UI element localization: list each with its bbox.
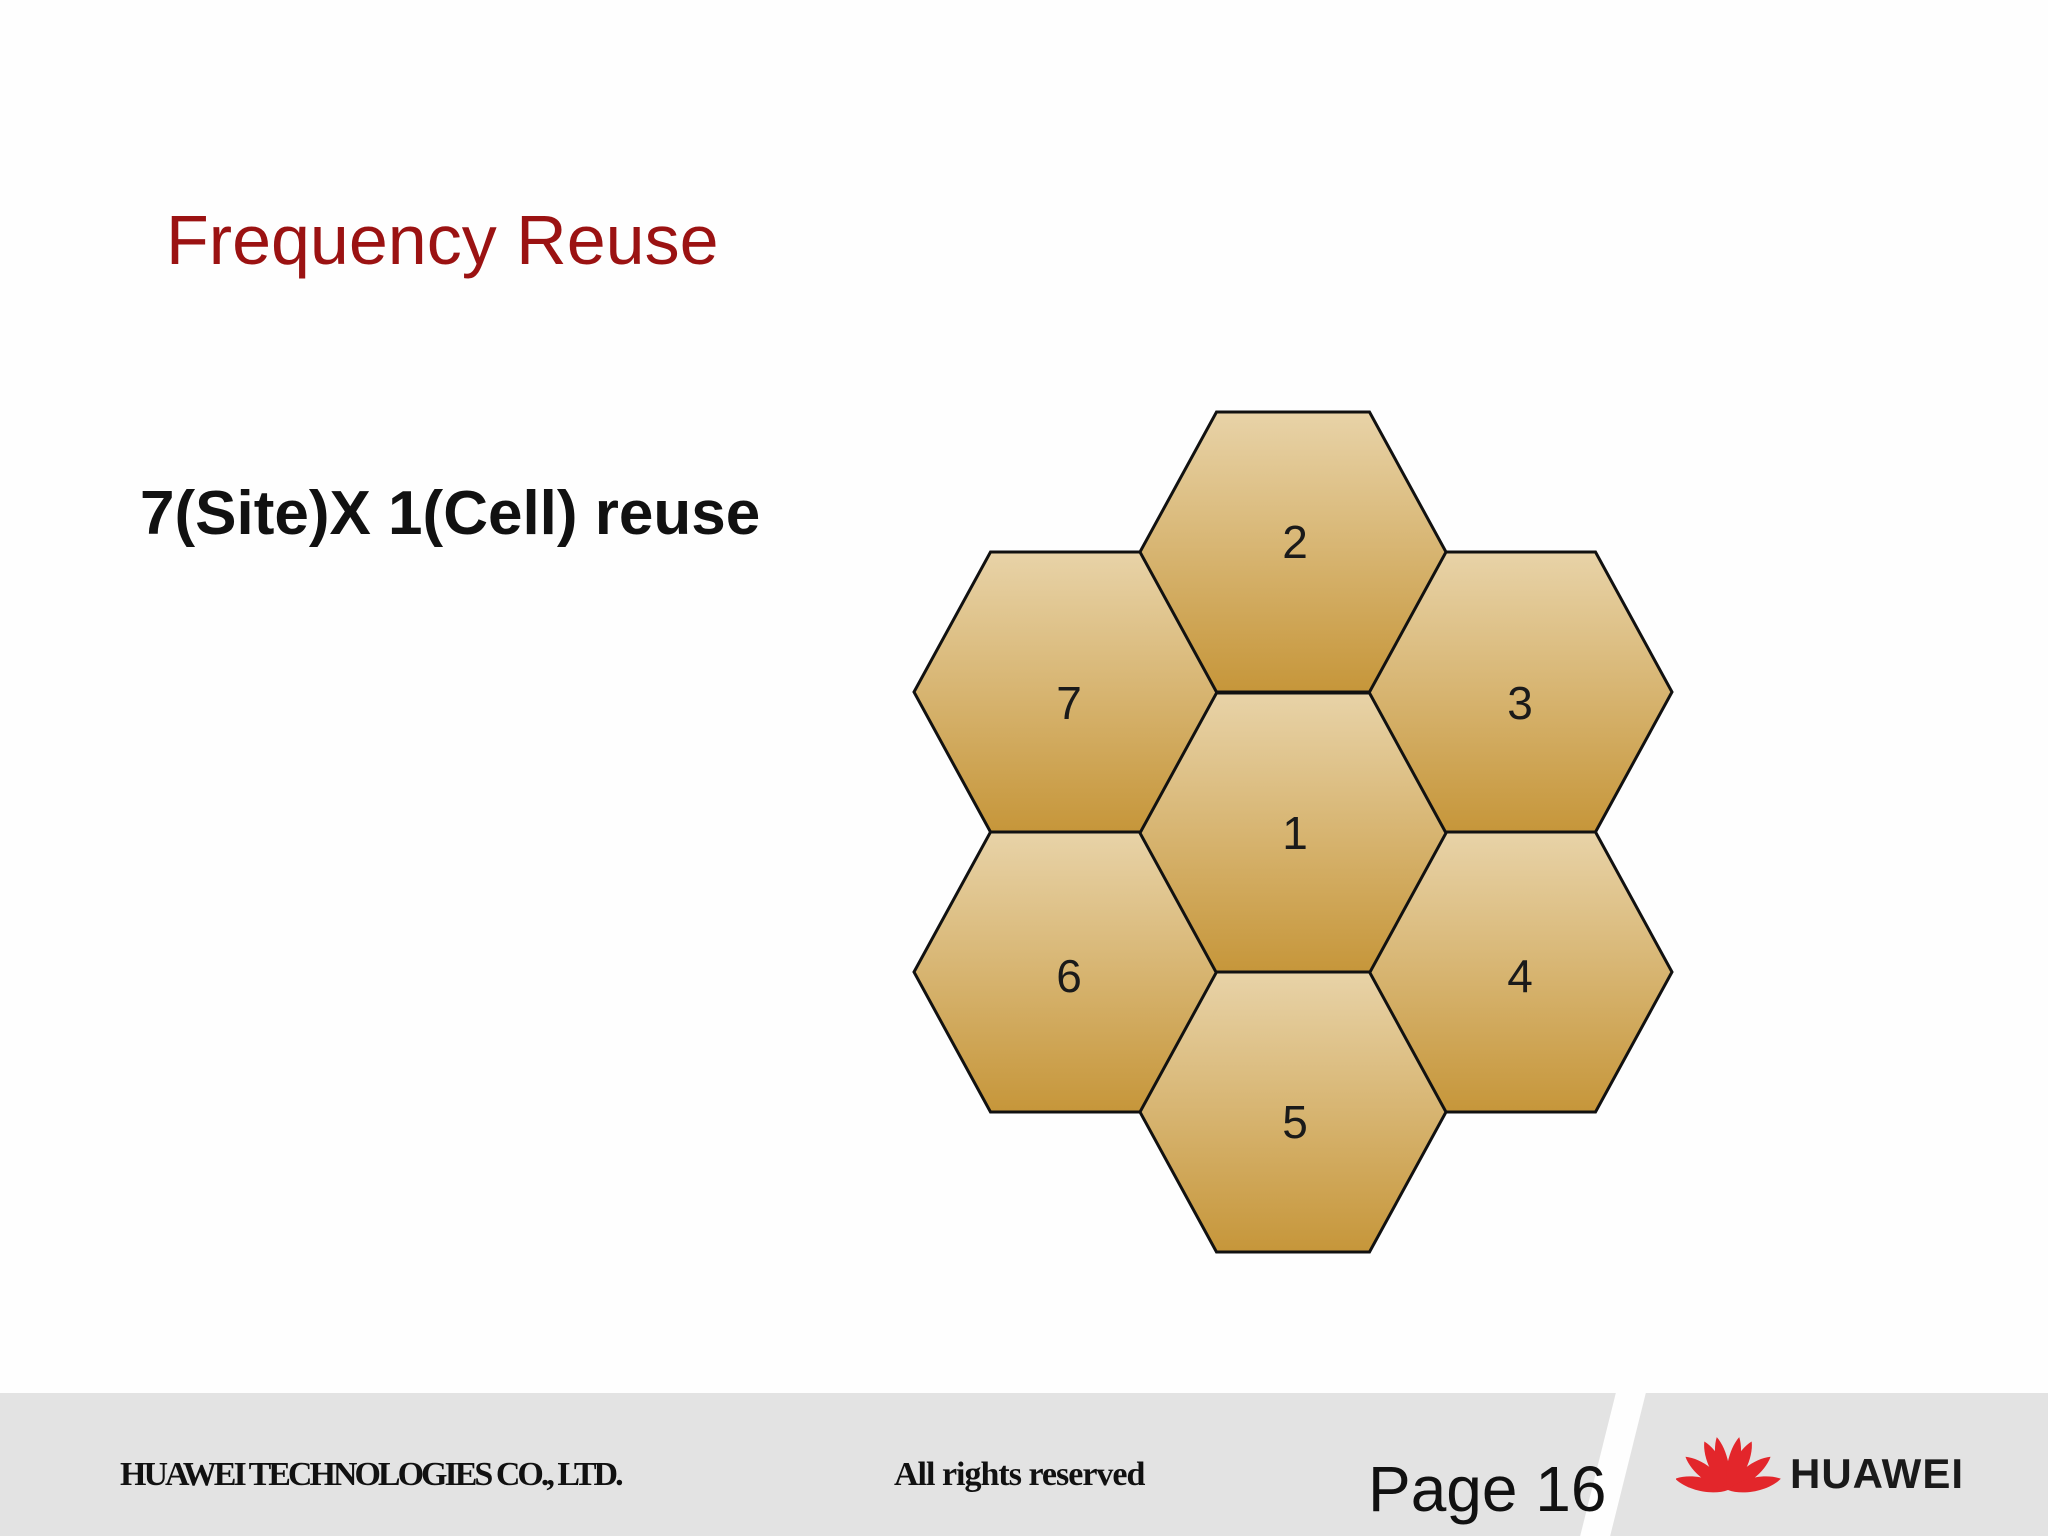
slide-subtitle: 7(Site)X 1(Cell) reuse bbox=[140, 479, 761, 548]
logo-wordmark: HUAWEI bbox=[1790, 1450, 1964, 1497]
hex-label-2: 2 bbox=[1282, 516, 1308, 568]
huawei-petal-logo-icon bbox=[1676, 1437, 1781, 1493]
hex-cell-2: 2 bbox=[1138, 410, 1448, 694]
hex-label-3: 3 bbox=[1507, 677, 1533, 729]
logo-petal bbox=[1685, 1456, 1728, 1490]
footer-company: HUAWEI TECHNOLOGIES CO., LTD. bbox=[120, 1456, 624, 1493]
logo-petal bbox=[1728, 1476, 1781, 1493]
logo-petal bbox=[1728, 1456, 1771, 1490]
hex-shape-5 bbox=[1138, 970, 1448, 1254]
footer-rights: All rights reserved bbox=[894, 1456, 1145, 1493]
hex-label-1: 1 bbox=[1282, 807, 1308, 859]
logo-petal bbox=[1714, 1437, 1730, 1490]
footer-bar bbox=[0, 1393, 2048, 1536]
hex-label-6: 6 bbox=[1056, 950, 1082, 1002]
hex-label-4: 4 bbox=[1507, 950, 1533, 1002]
hexagon-cells: 7 6 3 4 1 2 5 bbox=[912, 410, 1674, 1254]
hex-shape-2 bbox=[1138, 410, 1448, 694]
page-number: Page 16 bbox=[1368, 1453, 1607, 1525]
hex-label-5: 5 bbox=[1282, 1096, 1308, 1148]
logo-petal bbox=[1676, 1476, 1728, 1493]
slide-title: Frequency Reuse bbox=[166, 201, 719, 279]
hex-cell-3: 3 bbox=[1364, 550, 1674, 834]
logo-petal bbox=[1726, 1437, 1742, 1490]
hex-cell-5: 5 bbox=[1138, 970, 1448, 1254]
hex-label-7: 7 bbox=[1056, 677, 1082, 729]
